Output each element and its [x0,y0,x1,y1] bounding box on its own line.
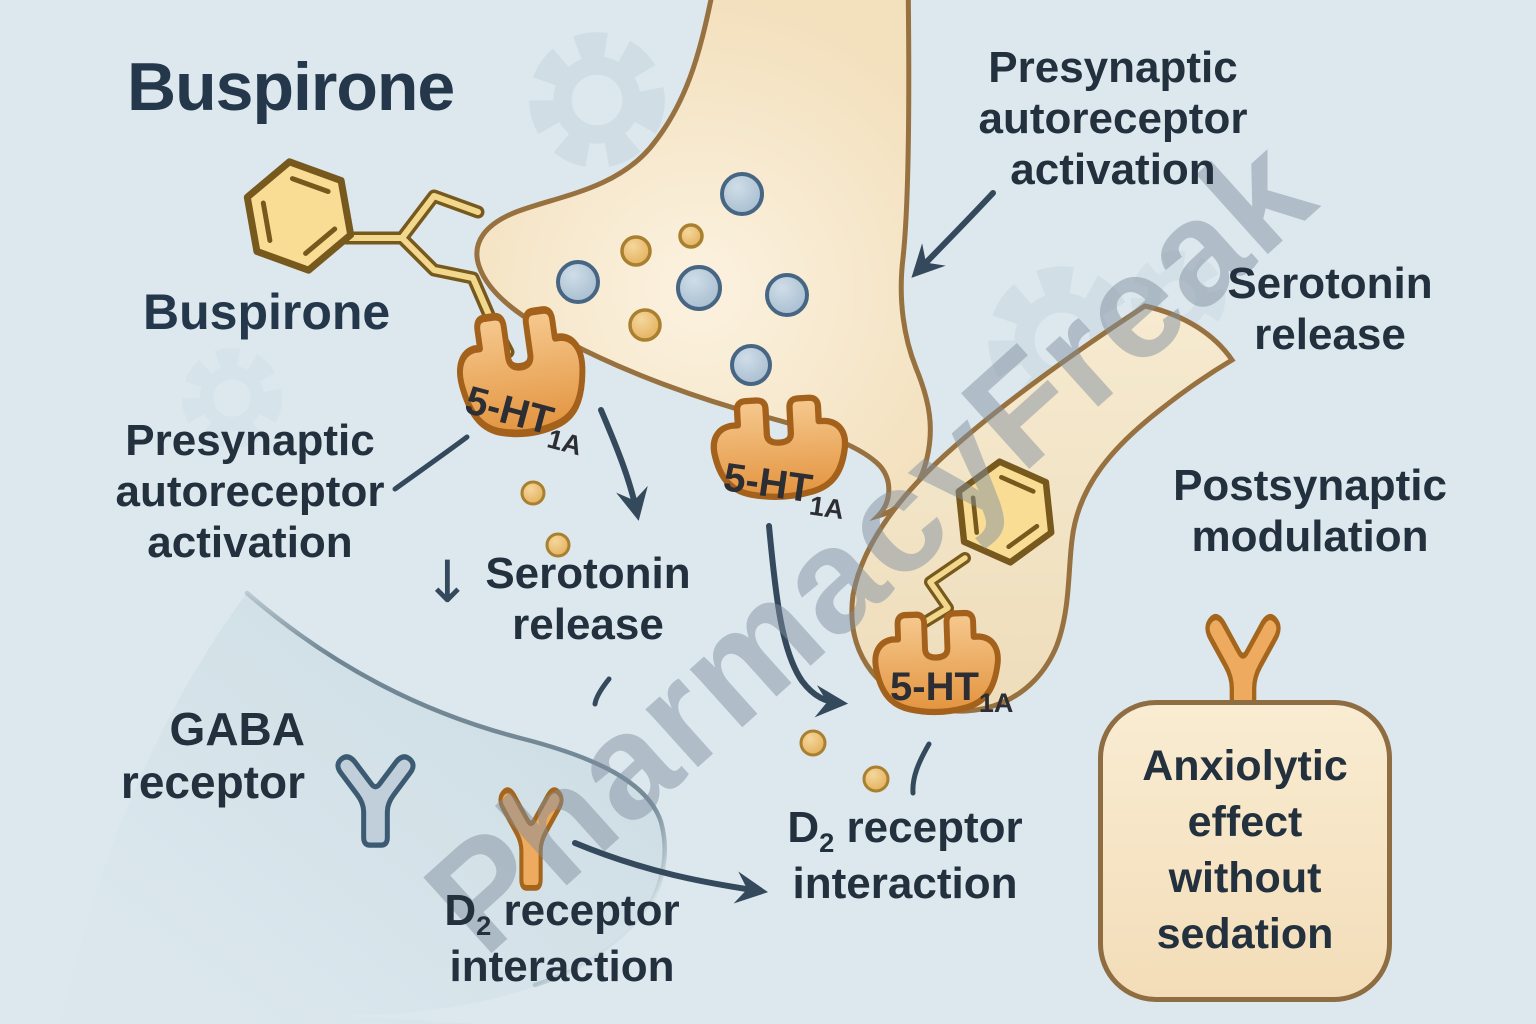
membrane-curve [244,590,667,988]
label-line: interaction [792,859,1018,909]
vesicle [556,172,809,386]
label-postsynaptic-modulation: Postsynaptic modulation [1150,460,1470,562]
arrow-to-postsynaptic-receptor [766,523,849,718]
label-line: D2 receptor [444,886,680,941]
label-line: Serotonin [485,549,691,598]
label-d2-interaction-right: D2 receptor interaction [755,802,1055,909]
label-presynaptic-autoreceptor-left: Presynaptic autoreceptor activation [90,415,410,568]
label-line: sedation [1156,909,1334,958]
flow-arrows [392,190,996,904]
label-line: Presynaptic [988,43,1238,92]
label-line: Serotonin [1227,259,1433,308]
page-title: Buspirone [127,49,455,125]
arrow-presynaptic-activation [911,190,996,278]
label-line: GABA [169,703,305,755]
label-line: release [512,600,664,650]
svg-text:5-HT1A: 5-HT1A [890,665,1013,718]
label-line: D2 receptor [787,803,1023,858]
label-serotonin-release: Serotonin release [1180,258,1480,360]
arrow-d2-interaction [572,840,769,904]
molecule-label: Buspirone [143,284,391,340]
serotonin-dot [520,480,890,793]
arrow-serotonin-release-down [598,407,648,521]
label-line: interaction [449,942,675,992]
tick-mark [910,741,932,796]
buspirone-molecule [247,162,515,359]
label-line: without [1168,854,1322,902]
label-line: Presynaptic [125,416,375,465]
label-gaba-receptor: GABA receptor [60,703,305,810]
outcome-box: Anxiolytic effect without sedation [1098,700,1392,1002]
label-line: Postsynaptic [1173,461,1447,510]
label-line: effect [1187,798,1303,847]
label-line: autoreceptor [115,467,385,517]
label-d2-interaction-left: D2 receptor interaction [412,885,712,992]
buspirone-molecule [906,459,1056,636]
connector-presynaptic-label [392,434,470,492]
label-presynaptic-autoreceptor-right: Presynaptic autoreceptor activation [953,42,1273,195]
label-line: Anxiolytic [1142,742,1348,791]
label-serotonin-release-decreased: Serotonin release [468,548,708,650]
tick-mark [592,676,612,707]
decrease-arrow-icon: ↓ [423,548,472,616]
label-line: autoreceptor [978,94,1248,144]
label-line: activation [1010,145,1216,195]
label-line: modulation [1191,512,1429,562]
label-line: release [1254,310,1406,360]
label-line: receptor [120,756,305,809]
label-line: activation [147,518,353,568]
